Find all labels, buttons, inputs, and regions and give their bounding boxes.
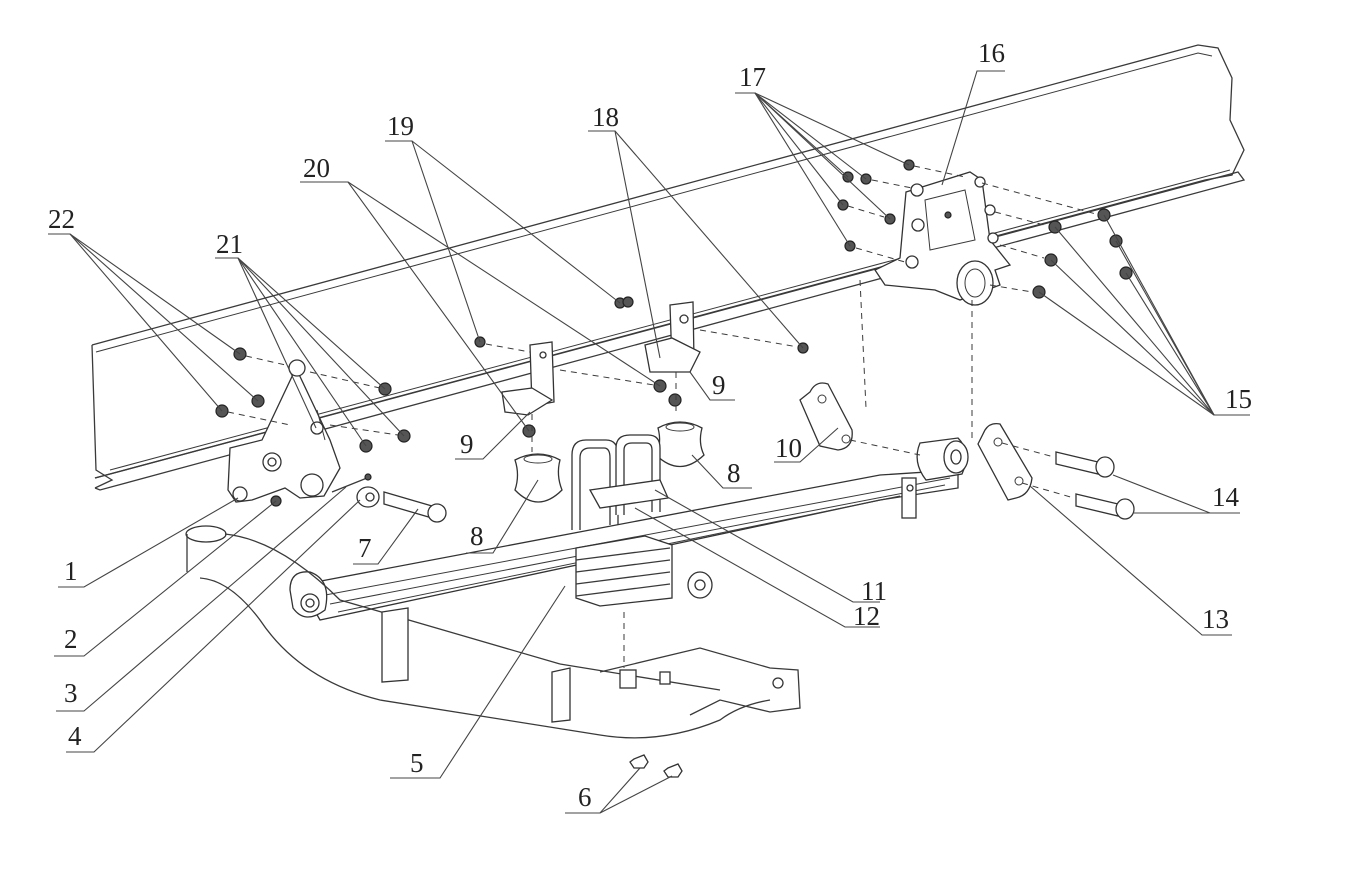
callout-19: 19 (387, 111, 414, 141)
callout-18: 18 (592, 102, 619, 132)
front-hanger-bracket (227, 359, 341, 503)
nuts-19 (474, 296, 634, 353)
callout-9-right: 9 (712, 370, 726, 400)
rubber-bump-left (514, 453, 563, 503)
pin-part-3 (331, 473, 372, 493)
bushing-part-4 (356, 486, 380, 508)
axle-beam (185, 525, 801, 739)
bolts-14 (1055, 451, 1135, 520)
callout-4: 4 (68, 721, 82, 751)
nuts-6 (629, 754, 683, 778)
shackle-plate-13 (977, 422, 1033, 501)
callout-7: 7 (358, 533, 372, 563)
callout-20: 20 (303, 153, 330, 183)
callout-16: 16 (978, 38, 1005, 68)
callout-8-left: 8 (470, 521, 484, 551)
callout-15: 15 (1225, 384, 1252, 414)
callout-3: 3 (64, 678, 78, 708)
callout-5: 5 (410, 748, 424, 778)
callout-13: 13 (1202, 604, 1229, 634)
axis-line (859, 279, 867, 409)
callout-6: 6 (578, 782, 592, 812)
axis-line (849, 439, 921, 456)
shackle-plate-10 (799, 382, 853, 451)
callout-1: 1 (64, 556, 78, 586)
callout-10: 10 (775, 433, 802, 463)
callout-11: 11 (861, 576, 887, 606)
u-bolts (571, 434, 669, 530)
nut-9-right (668, 393, 682, 407)
nuts-20 (559, 369, 667, 393)
nuts-15 (981, 182, 1133, 299)
bump-stop-bracket-right (644, 301, 701, 373)
callout-22: 22 (48, 204, 75, 234)
axis-line (1021, 482, 1075, 499)
axis-line (1001, 442, 1055, 458)
callout-21: 21 (216, 229, 243, 259)
callout-12: 12 (853, 601, 880, 631)
callout-labels: 22 21 20 19 18 17 16 15 14 13 12 11 10 9… (48, 38, 1252, 812)
callout-17: 17 (739, 62, 766, 92)
bump-stop-bracket-left (501, 341, 555, 416)
callout-14: 14 (1212, 482, 1240, 512)
callout-2: 2 (64, 624, 78, 654)
leaf-spring (289, 469, 959, 621)
spring-eye-bushing (916, 437, 969, 481)
bolt-part-7 (383, 491, 447, 523)
rear-hanger-bracket (874, 171, 1012, 306)
callout-8-right: 8 (727, 458, 741, 488)
leader-lines (48, 70, 1250, 814)
callout-9-left: 9 (460, 429, 474, 459)
nuts-18 (699, 329, 809, 354)
